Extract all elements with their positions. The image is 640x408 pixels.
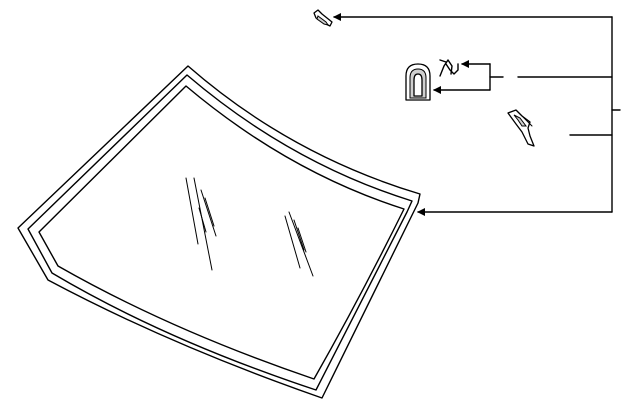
windshield-outer-edge (17, 65, 421, 399)
windshield-glass-edge (38, 85, 405, 380)
mirror-mount-icon[interactable] (405, 63, 431, 101)
upper-clip-icon[interactable] (313, 9, 333, 27)
reflection-marks-left (185, 177, 217, 271)
reflection-marks-right (284, 211, 314, 277)
leader-lines (333, 13, 621, 216)
spring-clip-icon[interactable] (439, 59, 459, 77)
side-clip-icon[interactable] (507, 109, 535, 147)
windshield-molding-edge (27, 74, 413, 391)
windshield-glass[interactable] (17, 65, 421, 399)
